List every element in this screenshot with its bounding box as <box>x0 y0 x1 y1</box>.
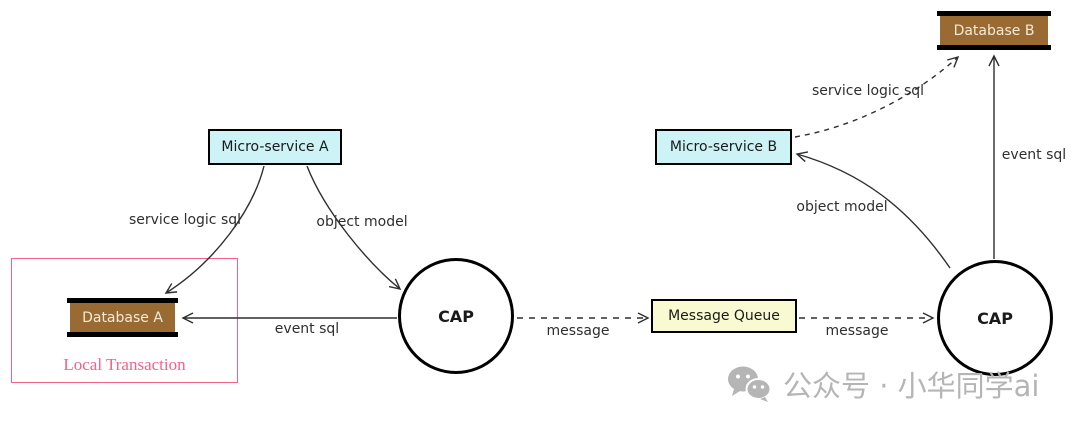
node-microservice-a-label: Micro-service A <box>221 139 329 155</box>
node-database-a: Database A <box>67 298 178 337</box>
database-b-bottom-bar <box>937 45 1051 50</box>
edge-service-logic-sql-b <box>794 55 960 138</box>
database-b-top-bar <box>937 11 1051 16</box>
node-cap-left: CAP <box>398 258 514 374</box>
edge-label-message-right: message <box>825 323 889 339</box>
local-transaction-label: Local Transaction <box>63 355 186 374</box>
node-message-queue-label: Message Queue <box>668 308 780 324</box>
watermark: 公众号 · 小华同学ai <box>727 363 1039 405</box>
edge-label-service-logic-sql-b: service logic sql <box>811 83 925 99</box>
edge-label-service-logic-sql-a: service logic sql <box>128 212 242 228</box>
node-database-b: Database B <box>937 11 1051 50</box>
edge-label-event-sql-a: event sql <box>274 321 340 337</box>
edge-label-event-sql-b: event sql <box>1001 147 1067 163</box>
database-a-bottom-bar <box>67 332 178 337</box>
node-database-a-label: Database A <box>82 309 163 326</box>
node-microservice-b-label: Micro-service B <box>669 139 778 155</box>
node-microservice-a: Micro-service A <box>208 129 342 165</box>
local-transaction-boundary <box>11 258 238 383</box>
node-microservice-b: Micro-service B <box>655 129 792 165</box>
wechat-icon <box>728 366 772 402</box>
edge-object-model-a <box>306 165 402 290</box>
edge-label-message-left: message <box>546 323 610 339</box>
watermark-text: 公众号 · 小华同学ai <box>783 369 1040 403</box>
edge-label-object-model-a: object model <box>316 214 408 230</box>
node-cap-right: CAP <box>937 260 1053 376</box>
node-message-queue: Message Queue <box>651 299 797 333</box>
edge-service-logic-sql-a <box>164 165 265 294</box>
node-database-b-label: Database B <box>953 22 1035 39</box>
edge-label-object-model-b: object model <box>796 199 888 215</box>
edge-object-model-b <box>795 151 951 269</box>
node-cap-right-label: CAP <box>977 308 1013 328</box>
database-a-top-bar <box>67 298 178 303</box>
node-cap-left-label: CAP <box>438 306 474 326</box>
